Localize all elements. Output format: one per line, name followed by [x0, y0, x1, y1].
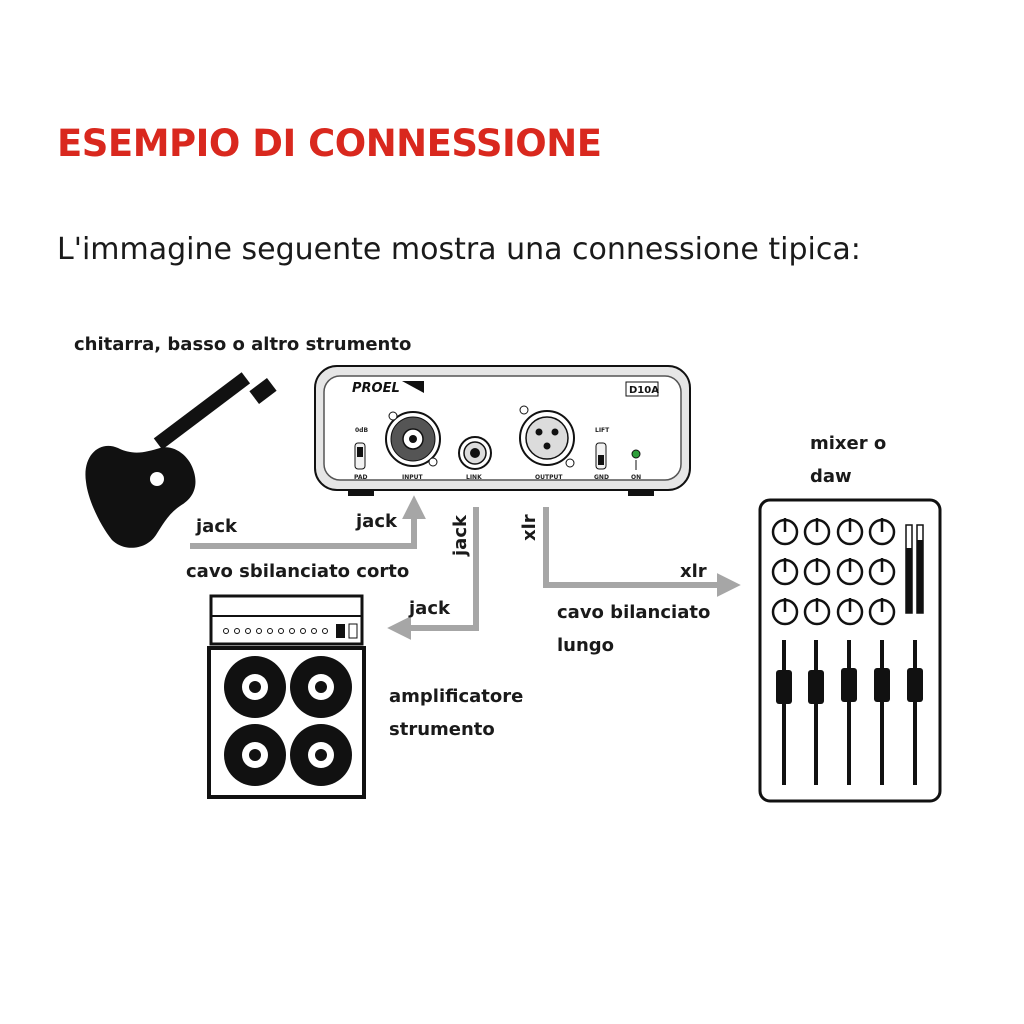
pad-label-bottom: PAD: [354, 474, 367, 481]
jack-input-label: jack: [355, 511, 398, 532]
device-brand: PROEL: [352, 381, 400, 396]
arrow-short-unbalanced: [190, 495, 426, 549]
instrument-label: chitarra, basso o altro strumento: [74, 334, 411, 355]
jack-left-label: jack: [195, 516, 238, 537]
mixer-label-2: daw: [810, 466, 852, 487]
guitar-icon: [85, 372, 277, 548]
amplifier-label-1: amplificatore: [389, 686, 523, 707]
lift-label-bottom: GND: [594, 474, 609, 481]
long-cable-label-2: lungo: [557, 635, 614, 656]
short-cable-label: cavo sbilanciato corto: [186, 561, 409, 582]
page-title: ESEMPIO DI CONNESSIONE: [57, 122, 602, 165]
output-label: OUTPUT: [535, 474, 563, 481]
jack-amp-label: jack: [408, 598, 451, 619]
page-subtitle: L'immagine seguente mostra una connessio…: [57, 232, 861, 267]
jack-link-label: jack: [450, 514, 471, 557]
long-cable-label-1: cavo bilanciato: [557, 602, 710, 623]
mixer-icon: [758, 498, 942, 803]
link-label: LINK: [466, 474, 482, 481]
xlr-mixer-label: xlr: [680, 561, 707, 582]
xlr-output-label: xlr: [519, 514, 540, 541]
amplifier-label-2: strumento: [389, 719, 495, 740]
device-model: D10A: [629, 385, 659, 396]
led-label: ON: [631, 474, 641, 481]
input-label: INPUT: [402, 474, 424, 481]
amplifier-icon: [207, 594, 366, 799]
lift-label-top: LIFT: [595, 427, 610, 434]
arrow-output-to-mixer: [543, 507, 741, 597]
di-box-icon: PROEL D10A 0dB PAD INPUT LINK OUTPUT LIF…: [314, 365, 691, 496]
cable-arrows: [190, 495, 741, 640]
arrow-link-to-amp: [387, 507, 479, 640]
mixer-label-1: mixer o: [810, 433, 886, 454]
pad-label-top: 0dB: [355, 427, 368, 434]
